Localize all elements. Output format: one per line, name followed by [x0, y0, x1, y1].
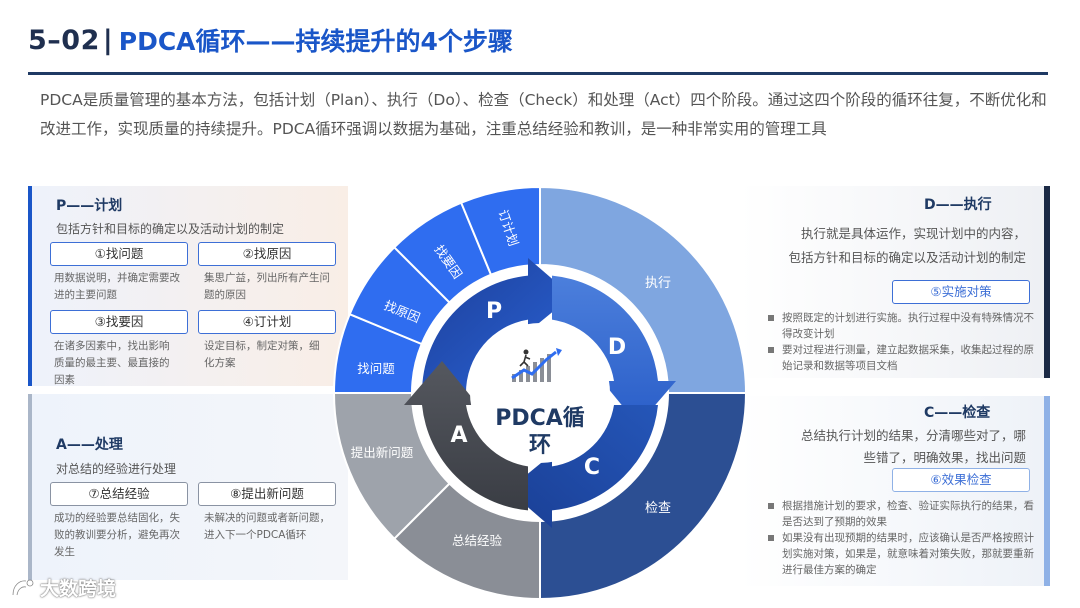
watermark: 大数跨境: [10, 574, 116, 601]
letter-c: C: [584, 455, 600, 480]
plan-step-1-text: 用数据说明，并确定需要改进的主要问题: [54, 272, 180, 301]
seg-label-tichu: 提出新问题: [351, 445, 414, 460]
watermark-text: 大数跨境: [40, 578, 117, 600]
section-number: 5–02: [28, 24, 100, 56]
act-desc: 对总结的经验进行处理: [56, 462, 177, 476]
plan-step-2-text: 集思广益，列出所有产生问题的原因: [204, 272, 330, 301]
do-desc-line1: 执行就是具体运作，实现计划中的内容，: [800, 226, 1026, 241]
act-step-8-text: 未解决的问题或者新问题，进入下一个PDCA循环: [204, 512, 330, 541]
plan-step-3-text: 在诸多因素中，找出影响质量的最主要、最直接的因素: [54, 340, 170, 386]
act-step-8: ⑧提出新问题: [198, 482, 336, 506]
intro-paragraph: PDCA是质量管理的基本方法，包括计划（Plan）、执行（Do）、检查（Chec…: [40, 91, 1047, 138]
arrow-a: [404, 361, 528, 511]
plan-step-1: ①找问题: [50, 242, 188, 266]
check-desc-line1: 总结执行计划的结果，分清哪些对了，哪: [800, 428, 1026, 443]
letter-a: A: [450, 423, 467, 448]
letter-p: P: [486, 299, 502, 324]
plan-title: P——计划: [56, 198, 123, 214]
brand-logo-icon: [11, 579, 34, 595]
plan-desc: 包括方针和目标的确定以及活动计划的制定: [56, 222, 285, 236]
center-label-line1: PDCA循: [495, 405, 585, 431]
slide-title: 5–02 | PDCA循环——持续提升的4个步骤: [28, 22, 513, 58]
plan-step-2: ②找原因: [198, 242, 336, 266]
arrow-p: [422, 258, 572, 393]
do-desc-line2: 包括方针和目标的确定以及活动计划的制定: [788, 250, 1026, 265]
center-label-line2: 环: [529, 433, 551, 458]
arrow-d: [552, 275, 676, 425]
title-underline: [28, 72, 1048, 75]
title-separator: |: [102, 24, 113, 56]
check-panel: C——检查 总结执行计划的结果，分清哪些对了，哪 些错了，明确效果，找出问题 ⑥…: [740, 396, 1050, 586]
letter-d: D: [608, 335, 626, 360]
plan-panel: P——计划 包括方针和目标的确定以及活动计划的制定 ①找问题 用数据说明，并确定…: [28, 186, 348, 386]
seg-label-zhixing: 执行: [645, 276, 671, 291]
center-circle: [470, 323, 610, 463]
do-bullet-2: 要对过程进行测量，建立起数据采集，收集起过程的原始记录和数据等项目文档: [768, 342, 1034, 374]
do-title: D——执行: [924, 197, 992, 213]
act-title: A——处理: [56, 437, 123, 453]
arrow-c: [508, 405, 658, 528]
do-panel: D——执行 执行就是具体运作，实现计划中的内容， 包括方针和目标的确定以及活动计…: [740, 186, 1050, 378]
seg-label-jiancha: 检查: [645, 501, 671, 516]
growth-chart-icon: [511, 348, 562, 382]
act-step-7-text: 成功的经验要总结固化，失败的教训要分析，避免再次发生: [54, 512, 180, 558]
check-title: C——检查: [924, 405, 991, 421]
act-step-7: ⑦总结经验: [50, 482, 188, 506]
act-panel: A——处理 对总结的经验进行处理 ⑦总结经验 成功的经验要总结固化，失败的教训要…: [28, 394, 348, 580]
seg-label-zhaowenti: 找问题: [357, 361, 395, 376]
plan-step-4: ④订计划: [198, 310, 336, 334]
check-desc-line2: 些错了，明确效果，找出问题: [863, 450, 1026, 465]
check-step-6: ⑥效果检查: [892, 468, 1030, 492]
plan-step-3: ③找要因: [50, 310, 188, 334]
check-bullet-1: 根据措施计划的要求，检查、验证实际执行的结果，看是否达到了预期的效果: [768, 498, 1034, 530]
page-title: PDCA循环——持续提升的4个步骤: [118, 27, 513, 56]
plan-step-4-text: 设定目标，制定对策，细化方案: [204, 340, 320, 369]
do-step-5: ⑤实施对策: [892, 280, 1030, 304]
do-bullet-1: 按照既定的计划进行实施。执行过程中没有特殊情况不得改变计划: [768, 310, 1034, 342]
check-bullet-2: 如果没有出现预期的结果时，应该确认是否严格按照计划实施对策，如果是，就意味着对策…: [768, 530, 1034, 578]
seg-label-zongjie: 总结经验: [452, 533, 503, 548]
